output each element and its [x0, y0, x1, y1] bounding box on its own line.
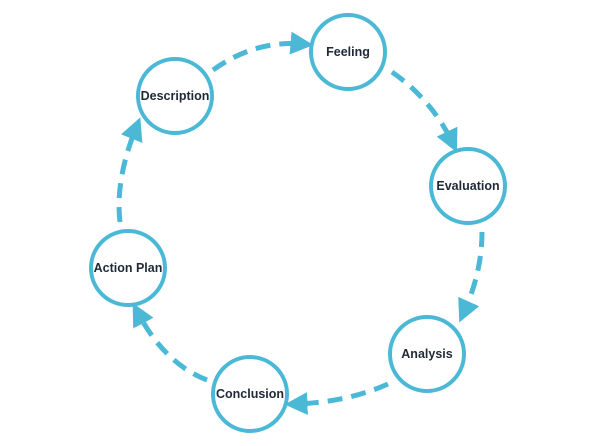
node-evaluation-label: Evaluation [436, 179, 499, 193]
node-action-plan: Action Plan [89, 229, 167, 307]
node-analysis-label: Analysis [401, 347, 452, 361]
node-conclusion: Conclusion [211, 355, 289, 433]
node-conclusion-circle [211, 355, 289, 433]
arrow-evaluation-to-analysis [458, 231, 485, 323]
node-conclusion-label: Conclusion [216, 387, 284, 401]
arrow-analysis-to-conclusion [284, 381, 390, 416]
node-evaluation-circle [429, 147, 507, 225]
node-description-circle [136, 57, 214, 135]
node-feeling-circle [309, 13, 387, 91]
arrow-action-plan-to-description [116, 117, 143, 223]
arrow-conclusion-to-action-plan [132, 302, 208, 383]
node-analysis-circle [388, 315, 466, 393]
node-description-label: Description [141, 89, 210, 103]
arrow-feeling-to-evaluation [390, 69, 458, 153]
node-analysis: Analysis [388, 315, 466, 393]
node-evaluation: Evaluation [429, 147, 507, 225]
connectors [116, 31, 485, 416]
arrow-description-to-feeling [211, 31, 314, 73]
node-action-plan-circle [89, 229, 167, 307]
node-feeling: Feeling [309, 13, 387, 91]
node-description: Description [136, 57, 214, 135]
nodes: Feeling Evaluation Analysis Conclusion A… [89, 13, 507, 433]
node-feeling-label: Feeling [326, 45, 370, 59]
node-action-plan-label: Action Plan [94, 261, 163, 275]
